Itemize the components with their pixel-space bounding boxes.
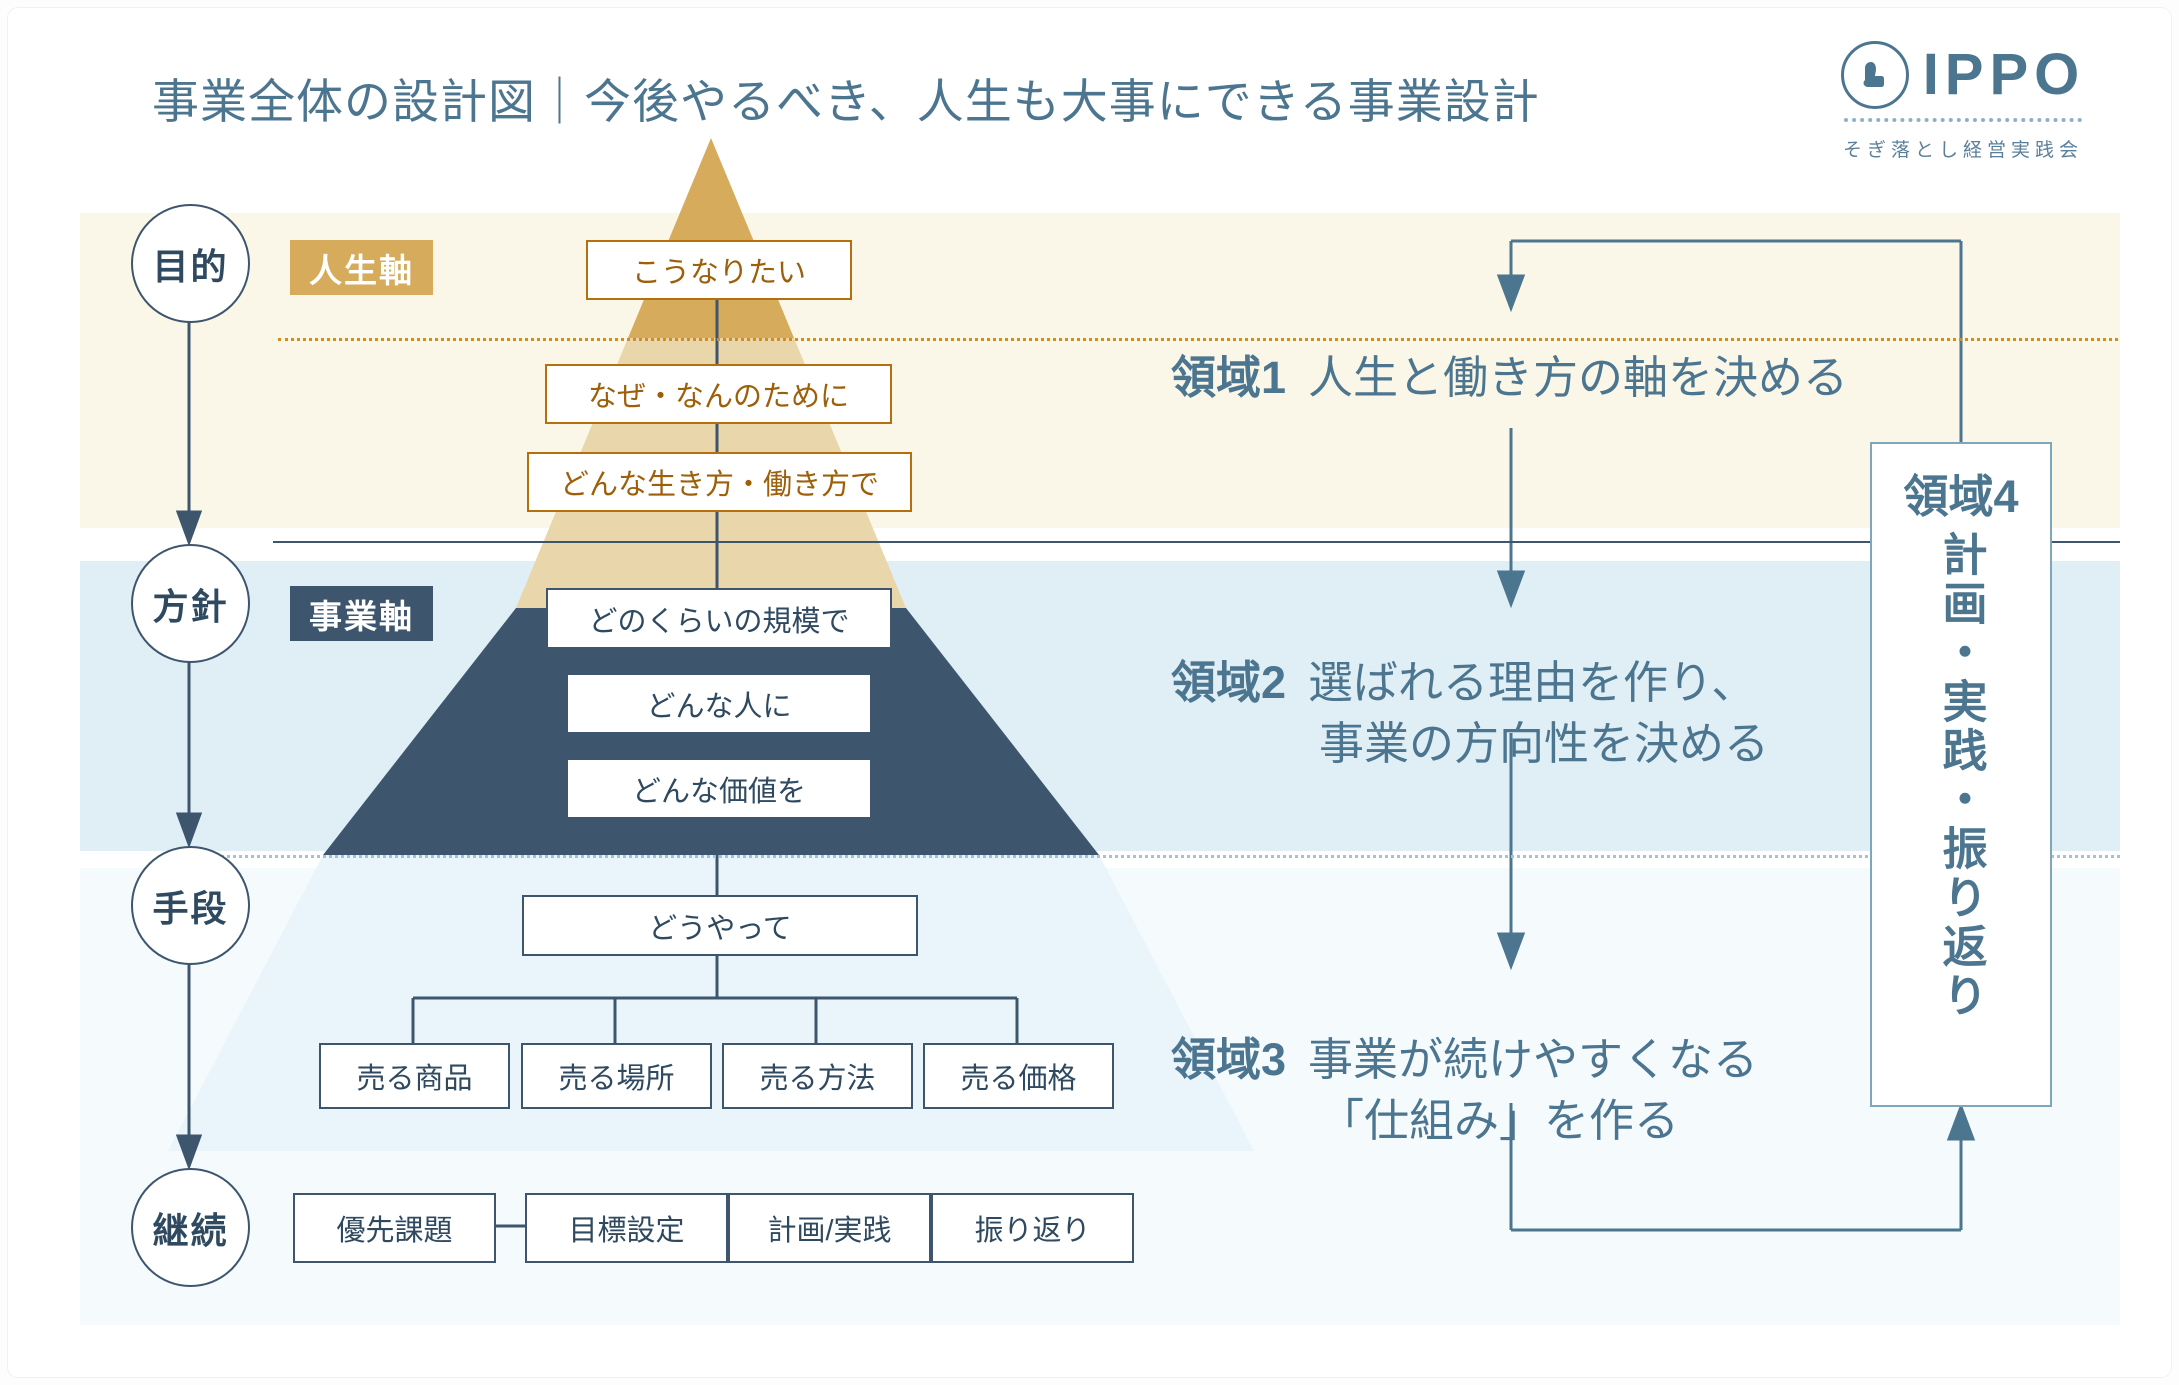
stage-circle-continuation[interactable]: 継続 bbox=[131, 1168, 250, 1287]
stage-circle-means[interactable]: 手段 bbox=[131, 846, 250, 965]
area-2-number: 領域2 bbox=[1171, 657, 1287, 708]
badge-business-axis: 事業軸 bbox=[290, 586, 433, 641]
continuation-box-2[interactable]: 目標設定 bbox=[525, 1193, 728, 1263]
area-4-number: 領域4 bbox=[1903, 471, 2019, 522]
area-1: 領域1 人生と働き方の軸を決める bbox=[1171, 348, 1848, 409]
purpose-box-1[interactable]: こうなりたい bbox=[586, 240, 852, 300]
means-root-box[interactable]: どうやって bbox=[522, 895, 918, 956]
ippo-logo: IPPO そぎ落とし経営実践会 bbox=[1838, 38, 2088, 161]
area-1-line1: 人生と働き方の軸を決める bbox=[1308, 352, 1849, 403]
area-1-number: 領域1 bbox=[1171, 352, 1287, 403]
means-dotted-divider bbox=[190, 855, 2120, 858]
footprint-circle-icon bbox=[1840, 41, 1909, 109]
continuation-box-3[interactable]: 計画/実践 bbox=[728, 1193, 931, 1263]
slide-frame: 事業全体の設計図｜今後やるべき、人生も大事にできる事業設計 IPPO そぎ落とし… bbox=[8, 8, 2171, 1377]
continuation-box-4[interactable]: 振り返り bbox=[931, 1193, 1134, 1263]
means-child-box-1[interactable]: 売る商品 bbox=[319, 1043, 510, 1109]
policy-box-1[interactable]: どのくらいの規模で bbox=[546, 588, 892, 649]
purpose-box-2[interactable]: なぜ・なんのために bbox=[545, 364, 892, 424]
area-4-panel[interactable]: 領域4 計画・実践・振り返り bbox=[1870, 442, 2052, 1107]
area-2-line1: 選ばれる理由を作り、 bbox=[1308, 657, 1757, 708]
purpose-dotted-divider bbox=[278, 338, 2118, 341]
logo-wordmark: IPPO bbox=[1922, 42, 2086, 107]
policy-box-3[interactable]: どんな価値を bbox=[566, 758, 872, 819]
section-separator-line bbox=[273, 541, 2120, 543]
continuation-box-1[interactable]: 優先課題 bbox=[293, 1193, 496, 1263]
purpose-box-3[interactable]: どんな生き方・働き方で bbox=[527, 452, 912, 512]
area-3-line2: 「仕組み」を作る bbox=[1319, 1094, 1680, 1146]
badge-life-axis: 人生軸 bbox=[290, 240, 433, 295]
area-4-vertical-text: 計画・実践・振り返り bbox=[1935, 531, 1987, 1021]
area-3-number: 領域3 bbox=[1171, 1034, 1287, 1085]
logo-tagline: そぎ落とし経営実践会 bbox=[1842, 140, 2083, 161]
area-2-line2: 事業の方向性を決める bbox=[1319, 717, 1770, 769]
area-3-line1: 事業が続けやすくなる bbox=[1308, 1034, 1759, 1085]
stage-circle-purpose[interactable]: 目的 bbox=[131, 204, 250, 323]
area-3: 領域3 事業が続けやすくなる 「仕組み」を作る bbox=[1171, 1030, 1758, 1152]
means-child-box-4[interactable]: 売る価格 bbox=[923, 1043, 1114, 1109]
means-child-box-2[interactable]: 売る場所 bbox=[521, 1043, 712, 1109]
logo-divider-dots bbox=[1844, 118, 2082, 126]
area-2: 領域2 選ばれる理由を作り、 事業の方向性を決める bbox=[1171, 653, 1769, 775]
page-title: 事業全体の設計図｜今後やるべき、人生も大事にできる事業設計 bbox=[152, 75, 1540, 128]
stage-circle-policy[interactable]: 方針 bbox=[131, 544, 250, 663]
means-child-box-3[interactable]: 売る方法 bbox=[722, 1043, 913, 1109]
policy-box-2[interactable]: どんな人に bbox=[566, 673, 872, 734]
